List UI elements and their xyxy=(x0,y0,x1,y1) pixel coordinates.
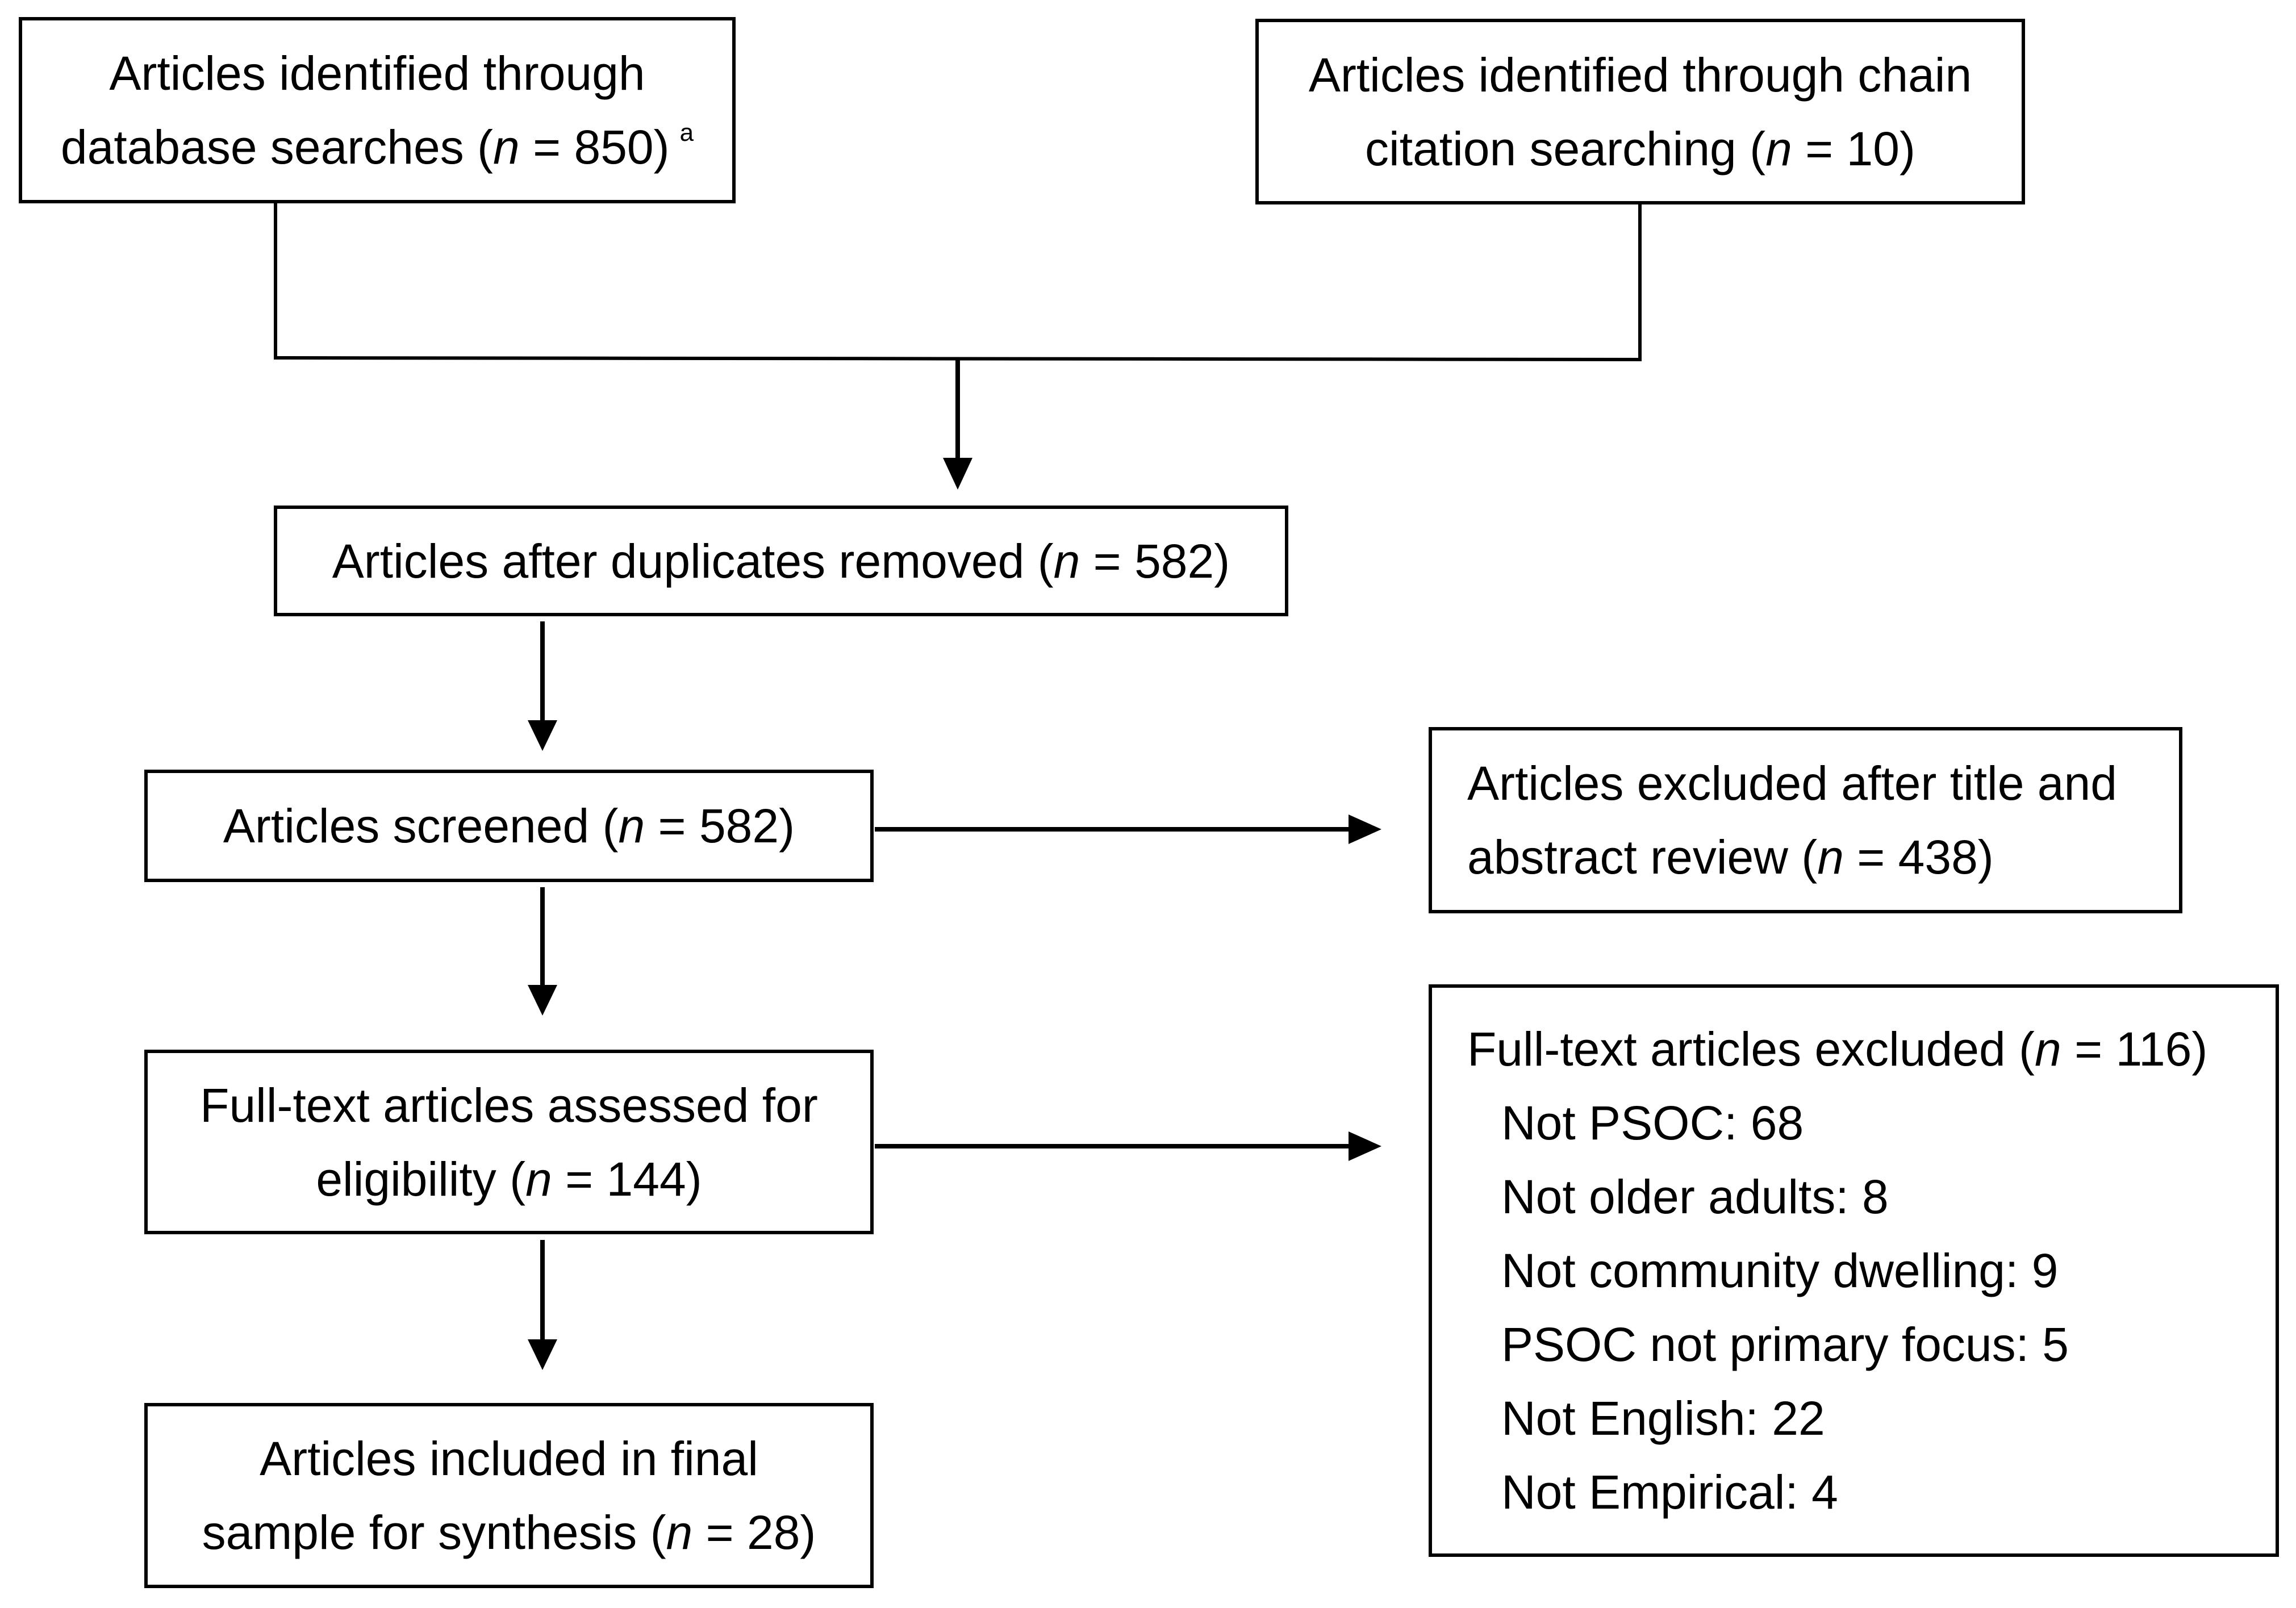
n-symbol: n xyxy=(493,120,520,174)
citation-search-pre: citation searching ( xyxy=(1365,122,1766,176)
excluded-title-line2: abstract review (n = 438) xyxy=(1467,820,1994,894)
fulltext-assessed-line2: eligibility (n = 144) xyxy=(316,1142,702,1216)
citation-search-box: Articles identified through chain citati… xyxy=(1255,19,2025,204)
included-count: = 28) xyxy=(692,1506,816,1559)
n-symbol: n xyxy=(2035,1022,2061,1076)
arrow-to-dedup xyxy=(943,458,972,490)
excluded-title-abstract-box: Articles excluded after title and abstra… xyxy=(1429,727,2182,913)
duplicates-removed-count: = 582) xyxy=(1080,534,1230,588)
fulltext-excluded-box: Full-text articles excluded (n = 116) No… xyxy=(1429,984,2279,1557)
n-symbol: n xyxy=(1053,534,1080,588)
included-final-box: Articles included in final sample for sy… xyxy=(144,1403,874,1588)
screened-text: Articles screened (n = 582) xyxy=(223,789,795,863)
n-symbol: n xyxy=(618,799,645,853)
arrow-to-excluded-title xyxy=(1349,815,1381,844)
exclusion-reason: Not community dwelling: 9 xyxy=(1501,1244,2059,1297)
fulltext-assessed-pre: eligibility ( xyxy=(316,1152,526,1206)
arrow-to-excluded-fulltext xyxy=(1349,1131,1381,1161)
arrow-to-included xyxy=(528,1339,557,1370)
citation-search-line2: citation searching (n = 10) xyxy=(1365,112,1915,186)
database-search-line2: database searches (n = 850) a xyxy=(61,110,694,184)
fulltext-excluded-heading: Full-text articles excluded (n = 116) xyxy=(1467,1012,2207,1086)
n-symbol: n xyxy=(525,1152,552,1206)
excluded-title-pre: abstract review ( xyxy=(1467,830,1818,884)
duplicates-removed-pre: Articles after duplicates removed ( xyxy=(332,534,1054,588)
fulltext-excluded-pre: Full-text articles excluded ( xyxy=(1467,1022,2035,1076)
citation-search-count: = 10) xyxy=(1792,122,1915,176)
arrow-to-fulltext xyxy=(528,985,557,1016)
footnote-marker: a xyxy=(679,119,694,147)
fulltext-assessed-line1: Full-text articles assessed for xyxy=(200,1078,818,1132)
fulltext-excluded-count: = 116) xyxy=(2061,1022,2208,1076)
screened-count: = 582) xyxy=(645,799,795,853)
screened-pre: Articles screened ( xyxy=(223,799,619,853)
merge-horizontal-line xyxy=(273,356,1642,361)
duplicates-removed-text: Articles after duplicates removed (n = 5… xyxy=(332,524,1230,598)
exclusion-reason: Not older adults: 8 xyxy=(1501,1170,1889,1223)
fulltext-assessed-count: = 144) xyxy=(552,1152,702,1206)
database-search-line1: Articles identified through xyxy=(109,47,645,100)
n-symbol: n xyxy=(1765,122,1792,176)
database-search-count: = 850) xyxy=(519,120,670,174)
exclusion-reason: Not English: 22 xyxy=(1501,1392,1825,1445)
database-search-box: Articles identified through database sea… xyxy=(19,17,736,203)
database-search-pre: database searches ( xyxy=(60,120,494,174)
excluded-title-line1: Articles excluded after title and xyxy=(1467,757,2117,810)
included-pre: sample for synthesis ( xyxy=(202,1506,666,1559)
n-symbol: n xyxy=(666,1506,693,1559)
exclusion-reason: Not PSOC: 68 xyxy=(1501,1096,1804,1150)
included-line2: sample for synthesis (n = 28) xyxy=(202,1496,816,1569)
excluded-title-count: = 438) xyxy=(1843,830,1994,884)
arrow-to-screened xyxy=(528,720,557,751)
duplicates-removed-box: Articles after duplicates removed (n = 5… xyxy=(274,506,1288,616)
exclusion-reason: Not Empirical: 4 xyxy=(1501,1465,1838,1519)
fulltext-assessed-box: Full-text articles assessed for eligibil… xyxy=(144,1050,874,1234)
included-line1: Articles included in final xyxy=(260,1432,758,1485)
screened-box: Articles screened (n = 582) xyxy=(144,770,874,882)
n-symbol: n xyxy=(1817,830,1844,884)
citation-search-line1: Articles identified through chain xyxy=(1308,48,1972,102)
exclusion-reason: PSOC not primary focus: 5 xyxy=(1501,1318,2069,1371)
